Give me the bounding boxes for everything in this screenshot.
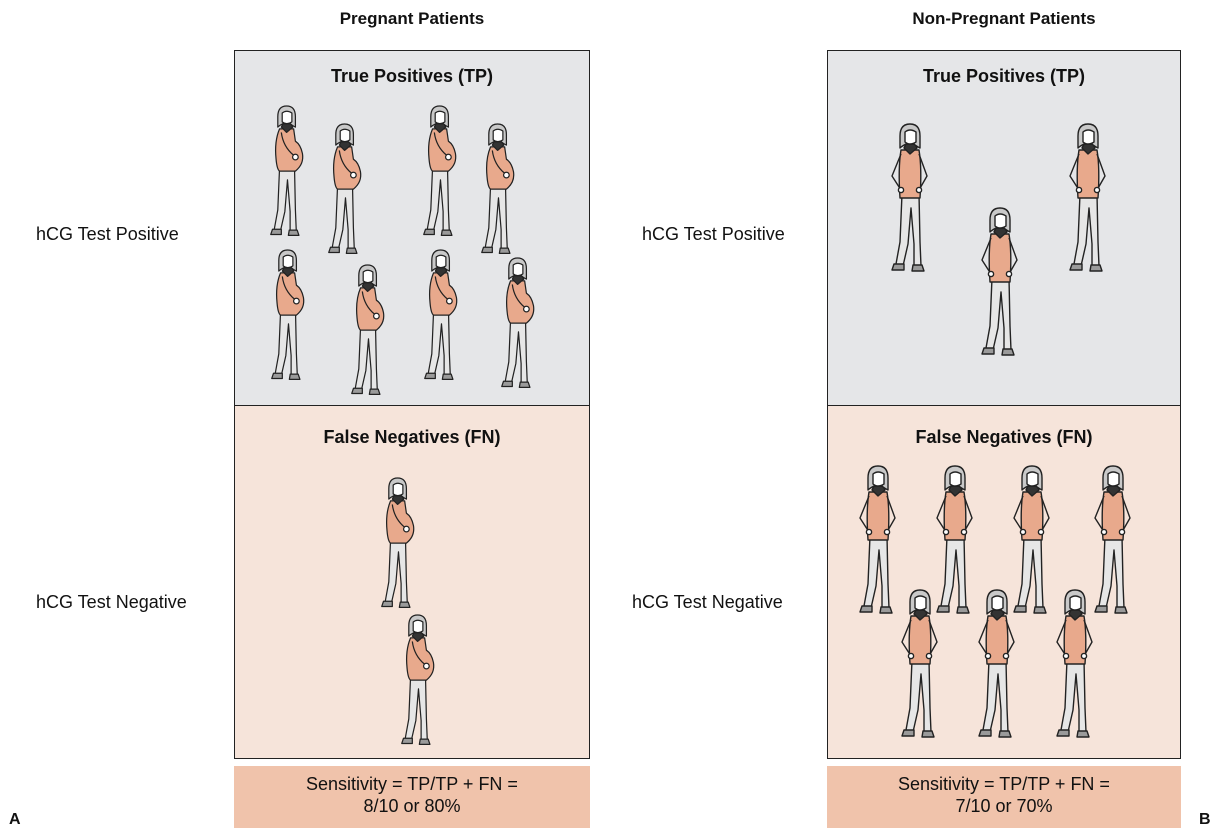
standing-woman-icon	[1013, 465, 1050, 614]
panel-a-summary-line-1: Sensitivity = TP/TP + FN =	[306, 774, 518, 794]
pregnant-woman-icon	[424, 249, 458, 380]
panel-a-summary-line-2: 8/10 or 80%	[363, 796, 461, 816]
panel-b-letter: B	[1199, 811, 1211, 828]
panel-a-sensitivity-summary: Sensitivity = TP/TP + FN = 8/10 or 80%	[234, 766, 590, 828]
panel-b-row-label-negative: hCG Test Negative	[632, 592, 783, 612]
panel-a-row-label-negative: hCG Test Negative	[36, 592, 187, 612]
standing-woman-icon	[901, 589, 938, 738]
pregnant-woman-icon	[481, 123, 515, 254]
pregnant-woman-icon	[271, 249, 305, 380]
pregnant-woman-icon	[401, 614, 435, 745]
panel-b-summary-line-2: 7/10 or 70%	[955, 796, 1053, 816]
panel-b-tp-title: True Positives (TP)	[922, 66, 1086, 86]
pregnant-woman-icon	[501, 257, 535, 388]
standing-woman-icon	[1069, 123, 1106, 272]
pregnant-woman-icon	[381, 477, 415, 608]
panel-b-summary-line-1: Sensitivity = TP/TP + FN =	[898, 774, 1110, 794]
panel-b-title: Non-Pregnant Patients	[912, 9, 1096, 28]
panel-a-letter: A	[9, 811, 21, 828]
standing-woman-icon	[859, 465, 896, 614]
panel-a-row-label-positive: hCG Test Positive	[36, 224, 179, 244]
pregnant-woman-icon	[328, 123, 362, 254]
standing-woman-icon	[978, 589, 1015, 738]
panel-a-fn-title: False Negatives (FN)	[323, 427, 501, 447]
panel-b-row-label-positive: hCG Test Positive	[642, 224, 785, 244]
standing-woman-icon	[1056, 589, 1093, 738]
panel-a-tp-title: True Positives (TP)	[330, 66, 494, 86]
panel-b-sensitivity-summary: Sensitivity = TP/TP + FN = 7/10 or 70%	[827, 766, 1181, 828]
standing-woman-icon	[981, 207, 1018, 356]
standing-woman-icon	[1094, 465, 1131, 614]
panel-b-fn-title: False Negatives (FN)	[915, 427, 1093, 447]
standing-woman-icon	[891, 123, 928, 272]
pregnant-woman-icon	[423, 105, 457, 236]
standing-woman-icon	[936, 465, 973, 614]
pregnant-woman-icon	[270, 105, 304, 236]
panel-a-title: Pregnant Patients	[339, 9, 485, 28]
pregnant-woman-icon	[351, 264, 385, 395]
